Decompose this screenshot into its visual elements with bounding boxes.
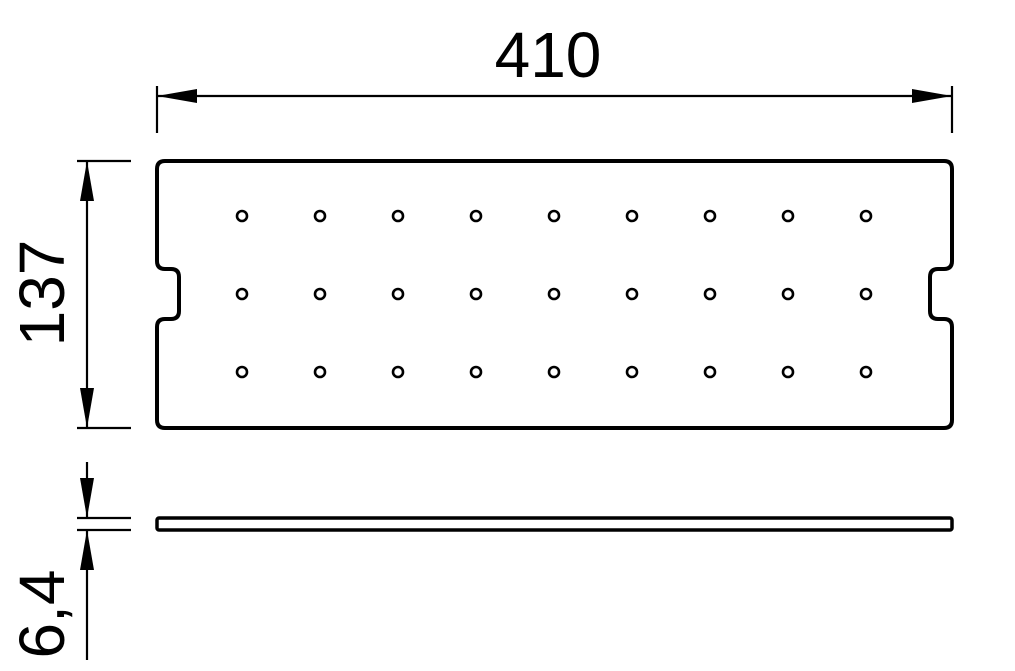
width-arrow-left: [157, 89, 197, 103]
hole: [391, 365, 405, 379]
hole: [469, 287, 483, 301]
hole: [703, 209, 717, 223]
panel-side-view: [155, 516, 954, 532]
hole: [313, 365, 327, 379]
thickness-arrow-bottom: [80, 530, 94, 570]
width-dimension: 410: [155, 19, 954, 133]
hole: [547, 365, 561, 379]
hole: [235, 287, 249, 301]
hole: [625, 365, 639, 379]
hole: [469, 365, 483, 379]
thickness-dimension: 6,4: [6, 462, 131, 660]
hole: [391, 287, 405, 301]
hole: [235, 209, 249, 223]
hole: [547, 209, 561, 223]
panel-outline: [155, 159, 954, 430]
hole: [859, 365, 873, 379]
hole: [469, 209, 483, 223]
hole-grid: [235, 209, 873, 379]
hole: [781, 287, 795, 301]
height-label: 137: [6, 240, 78, 347]
hole: [703, 365, 717, 379]
hole: [625, 209, 639, 223]
hole: [625, 287, 639, 301]
hole: [313, 287, 327, 301]
hole: [235, 365, 249, 379]
hole: [703, 287, 717, 301]
width-label: 410: [495, 19, 602, 91]
hole: [859, 287, 873, 301]
hole: [313, 209, 327, 223]
thickness-label: 6,4: [6, 570, 78, 659]
hole: [547, 287, 561, 301]
hole: [781, 365, 795, 379]
hole: [391, 209, 405, 223]
hole: [859, 209, 873, 223]
height-arrow-top: [80, 161, 94, 201]
thickness-arrow-top: [80, 478, 94, 518]
panel-side-profile: [155, 516, 954, 532]
height-dimension: 137: [6, 159, 131, 430]
panel-top-view: [155, 159, 954, 430]
hole: [781, 209, 795, 223]
width-arrow-right: [912, 89, 952, 103]
height-arrow-bottom: [80, 388, 94, 428]
